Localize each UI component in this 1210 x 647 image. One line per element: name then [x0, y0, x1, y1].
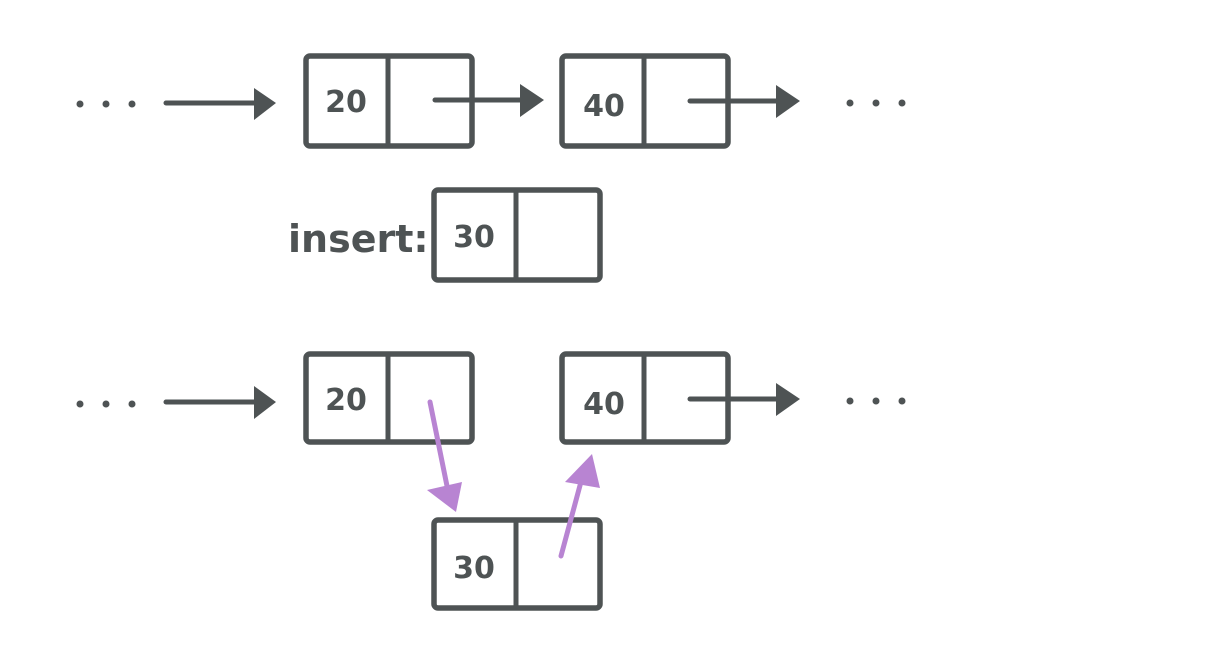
trailing-ellipsis: [846, 99, 906, 107]
node-30-new: 30: [431, 187, 603, 283]
node-40-value: 40: [583, 387, 625, 422]
node-20-value: 20: [325, 383, 367, 418]
pointer-40-to-next: [687, 383, 800, 416]
arrow-into-node-20: [163, 88, 276, 120]
row-before: 20 40: [76, 53, 906, 149]
node-30-inserted-value: 30: [453, 551, 495, 586]
insert-label: insert:: [288, 217, 429, 261]
node-20: 20: [303, 53, 475, 149]
node-40-value: 40: [583, 89, 625, 124]
leading-ellipsis: [76, 100, 136, 108]
pointer-40-to-next: [687, 85, 800, 118]
pointer-20-to-30-highlight: [427, 399, 462, 512]
leading-ellipsis: [76, 400, 136, 408]
row-after: 20 40 30: [76, 351, 906, 611]
node-20: 20: [303, 351, 475, 445]
pointer-20-to-40: [432, 84, 544, 117]
node-40: 40: [559, 351, 731, 445]
trailing-ellipsis: [846, 397, 906, 405]
node-20-value: 20: [325, 85, 367, 120]
node-30-inserted: 30: [431, 517, 603, 611]
arrow-into-node-20: [163, 386, 276, 419]
pointer-30-to-40-highlight: [558, 454, 600, 559]
node-30-new-value: 30: [453, 220, 495, 255]
row-insert: insert: 30: [288, 187, 603, 283]
